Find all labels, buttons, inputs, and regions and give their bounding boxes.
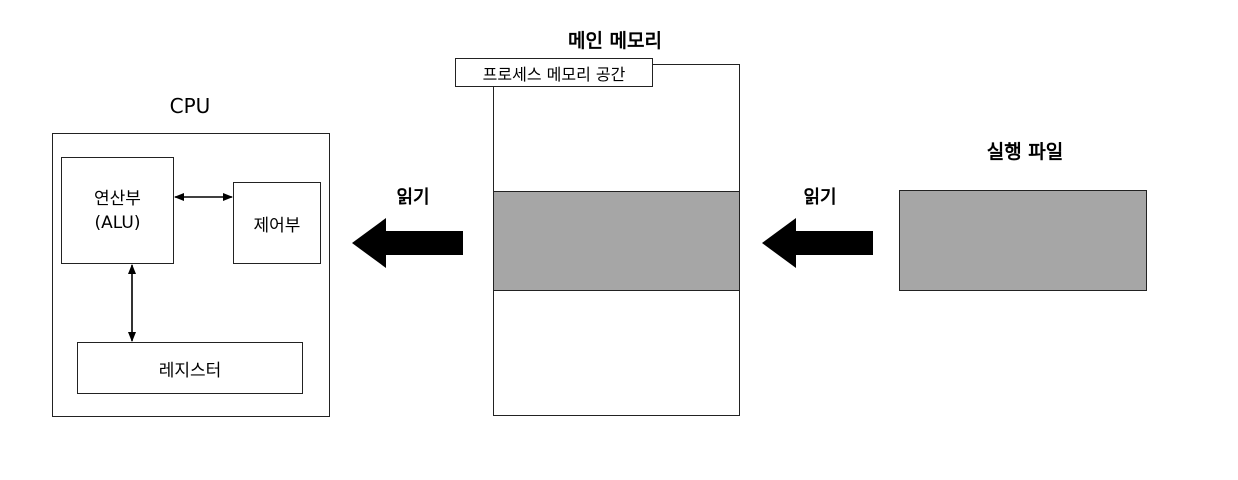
read-arrow-left-icon [352, 218, 463, 268]
register-box: 레지스터 [77, 342, 303, 394]
read-label-left: 읽기 [396, 187, 430, 208]
read-label-right: 읽기 [803, 187, 837, 208]
main-memory-title: 메인 메모리 [567, 30, 662, 52]
executable-file-block [899, 190, 1147, 291]
alu-label: 연산부 [94, 188, 141, 209]
process-memory-block [493, 191, 740, 291]
alu-sub-label: (ALU) [94, 212, 141, 233]
cpu-title: CPU [169, 94, 211, 118]
read-arrow-right-icon [762, 218, 873, 268]
control-unit-label: 제어부 [253, 215, 301, 236]
control-unit-box: 제어부 [233, 182, 321, 264]
process-memory-space-label: 프로세스 메모리 공간 [455, 58, 653, 87]
executable-file-title: 실행 파일 [986, 141, 1064, 163]
alu-box: 연산부 (ALU) [61, 157, 174, 264]
register-label: 레지스터 [158, 360, 222, 381]
